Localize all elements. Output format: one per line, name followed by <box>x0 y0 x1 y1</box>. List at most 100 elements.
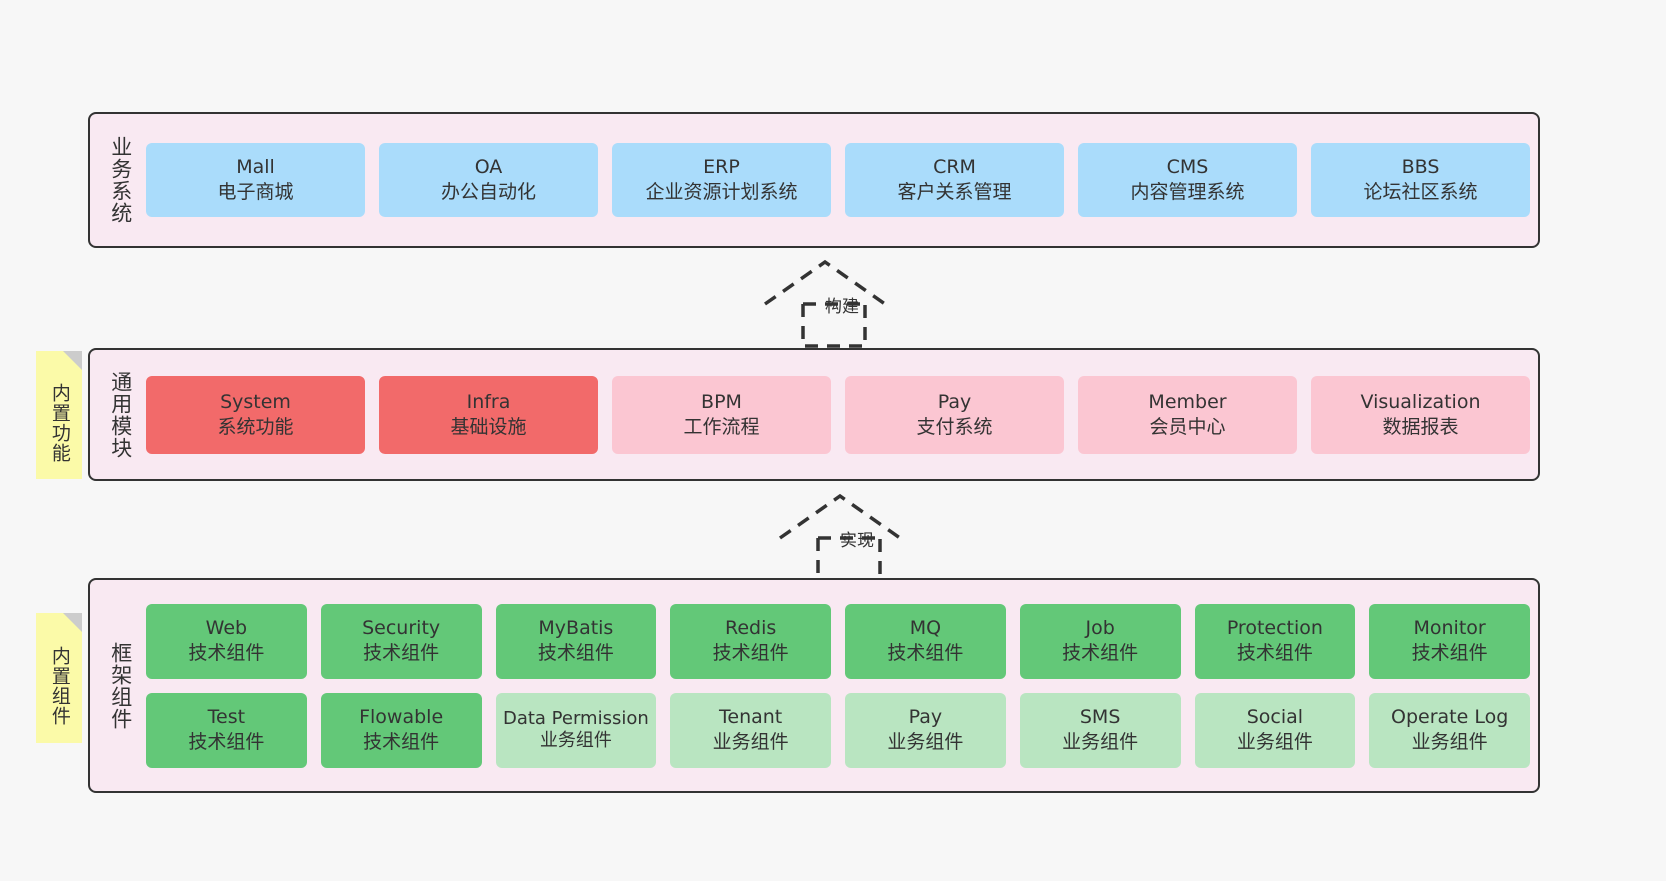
card-name: Operate Log <box>1390 706 1509 729</box>
card-name: Test <box>207 706 246 729</box>
card-name: BBS <box>1401 156 1440 179</box>
framework-card-sms[interactable]: SMS 业务组件 <box>1019 692 1181 768</box>
note-built-in-features: 内置功能 <box>36 351 82 479</box>
business-card-oa[interactable]: OA 办公自动化 <box>379 143 598 217</box>
business-card-bbs[interactable]: BBS 论坛社区系统 <box>1311 143 1530 217</box>
connector-implement-label: 实现 <box>840 531 874 551</box>
connector-implement: 实现 <box>770 490 940 582</box>
framework-card-flowable[interactable]: Flowable 技术组件 <box>320 692 482 768</box>
card-name: Flowable <box>359 706 444 729</box>
framework-card-test[interactable]: Test 技术组件 <box>146 692 307 768</box>
card-name: System <box>220 390 291 413</box>
card-name: MyBatis <box>538 617 614 640</box>
card-desc: 内容管理系统 <box>1130 181 1245 203</box>
card-name: Tenant <box>719 706 783 729</box>
module-card-pay[interactable]: Pay 支付系统 <box>845 375 1064 454</box>
module-card-system[interactable]: System 系统功能 <box>146 375 365 454</box>
framework-card-mybatis[interactable]: MyBatis 技术组件 <box>495 603 657 679</box>
card-desc: 会员中心 <box>1149 415 1226 438</box>
framework-card-pay[interactable]: Pay 业务组件 <box>845 692 1006 768</box>
framework-card-mq[interactable]: MQ 技术组件 <box>845 603 1006 679</box>
card-desc: 业务组件 <box>1236 731 1313 753</box>
card-name: OA <box>474 156 503 179</box>
framework-card-social[interactable]: Social 业务组件 <box>1194 692 1356 768</box>
framework-card-monitor[interactable]: Monitor 技术组件 <box>1369 603 1530 679</box>
card-desc: 业务组件 <box>539 730 612 751</box>
layer-framework-components: 框架组件 Web 技术组件 Security 技术组件 MyBatis 技术组件… <box>88 578 1540 793</box>
business-card-cms[interactable]: CMS 内容管理系统 <box>1078 143 1297 217</box>
card-desc: 技术组件 <box>363 731 440 753</box>
card-desc: 支付系统 <box>916 415 993 438</box>
card-desc: 技术组件 <box>537 642 614 664</box>
module-card-bpm[interactable]: BPM 工作流程 <box>612 375 831 454</box>
card-desc: 业务组件 <box>712 731 789 753</box>
framework-row-1: Web 技术组件 Security 技术组件 MyBatis 技术组件 Redi… <box>146 603 1530 679</box>
card-desc: 企业资源计划系统 <box>645 181 798 203</box>
layer-body-modules: System 系统功能 Infra 基础设施 BPM 工作流程 Pay 支付系统… <box>146 358 1530 471</box>
card-name: Web <box>205 617 248 640</box>
card-desc: 技术组件 <box>1062 642 1139 664</box>
card-desc: 技术组件 <box>1236 642 1313 664</box>
card-name: Security <box>362 617 441 640</box>
card-name: Job <box>1085 617 1115 640</box>
layer-body-framework: Web 技术组件 Security 技术组件 MyBatis 技术组件 Redi… <box>146 588 1530 783</box>
framework-card-protection[interactable]: Protection 技术组件 <box>1194 603 1356 679</box>
card-desc: 业务组件 <box>887 731 964 753</box>
card-desc: 业务组件 <box>1062 731 1139 753</box>
card-name: Redis <box>724 617 777 640</box>
business-card-mall[interactable]: Mall 电子商城 <box>146 143 365 217</box>
card-desc: 技术组件 <box>363 642 440 664</box>
card-name: Monitor <box>1413 617 1486 640</box>
card-desc: 技术组件 <box>712 642 789 664</box>
card-desc: 技术组件 <box>188 731 265 753</box>
card-name: BPM <box>701 390 742 413</box>
card-name: Member <box>1148 390 1227 413</box>
framework-card-web[interactable]: Web 技术组件 <box>146 603 307 679</box>
layer-body-business: Mall 电子商城 OA 办公自动化 ERP 企业资源计划系统 CRM 客户关系… <box>146 122 1530 238</box>
card-name: Data Permission <box>502 708 649 730</box>
card-desc: 业务组件 <box>1411 731 1488 753</box>
framework-card-operate-log[interactable]: Operate Log 业务组件 <box>1369 692 1530 768</box>
card-desc: 电子商城 <box>217 181 294 203</box>
note-built-in-components: 内置组件 <box>36 613 82 743</box>
card-name: Infra <box>466 390 511 413</box>
card-desc: 技术组件 <box>1411 642 1488 664</box>
card-desc: 办公自动化 <box>440 181 536 203</box>
card-desc: 论坛社区系统 <box>1363 181 1478 203</box>
card-name: Mall <box>236 156 275 179</box>
modules-row: System 系统功能 Infra 基础设施 BPM 工作流程 Pay 支付系统… <box>146 375 1530 454</box>
business-card-erp[interactable]: ERP 企业资源计划系统 <box>612 143 831 217</box>
business-row: Mall 电子商城 OA 办公自动化 ERP 企业资源计划系统 CRM 客户关系… <box>146 143 1530 217</box>
framework-card-data-permission[interactable]: Data Permission 业务组件 <box>495 692 657 768</box>
card-name: CMS <box>1166 156 1209 179</box>
card-name: MQ <box>909 617 942 640</box>
card-name: Social <box>1246 706 1304 729</box>
card-name: Pay <box>908 706 943 729</box>
module-card-visualization[interactable]: Visualization 数据报表 <box>1311 375 1530 454</box>
layer-title-framework: 框架组件 <box>108 641 133 730</box>
layer-title-modules: 通用模块 <box>108 370 133 459</box>
layer-business-systems: 业务系统 Mall 电子商城 OA 办公自动化 ERP 企业资源计划系统 CRM… <box>88 112 1540 248</box>
card-name: Visualization <box>1360 390 1481 413</box>
framework-card-job[interactable]: Job 技术组件 <box>1019 603 1181 679</box>
card-desc: 技术组件 <box>188 642 265 664</box>
module-card-member[interactable]: Member 会员中心 <box>1078 375 1297 454</box>
card-desc: 客户关系管理 <box>897 181 1012 203</box>
connector-build: 构建 <box>755 256 925 348</box>
framework-card-redis[interactable]: Redis 技术组件 <box>670 603 831 679</box>
card-desc: 基础设施 <box>450 415 527 438</box>
layer-title-business: 业务系统 <box>108 136 133 224</box>
module-card-infra[interactable]: Infra 基础设施 <box>379 375 598 454</box>
card-name: SMS <box>1079 706 1121 729</box>
card-desc: 工作流程 <box>683 415 760 438</box>
card-desc: 数据报表 <box>1382 415 1459 438</box>
framework-card-security[interactable]: Security 技术组件 <box>320 603 482 679</box>
card-desc: 技术组件 <box>887 642 964 664</box>
layer-general-modules: 通用模块 System 系统功能 Infra 基础设施 BPM 工作流程 Pay… <box>88 348 1540 481</box>
connector-build-label: 构建 <box>825 297 859 317</box>
business-card-crm[interactable]: CRM 客户关系管理 <box>845 143 1064 217</box>
card-name: Pay <box>937 390 972 413</box>
card-name: CRM <box>933 156 976 179</box>
card-desc: 系统功能 <box>217 415 294 438</box>
framework-card-tenant[interactable]: Tenant 业务组件 <box>670 692 831 768</box>
